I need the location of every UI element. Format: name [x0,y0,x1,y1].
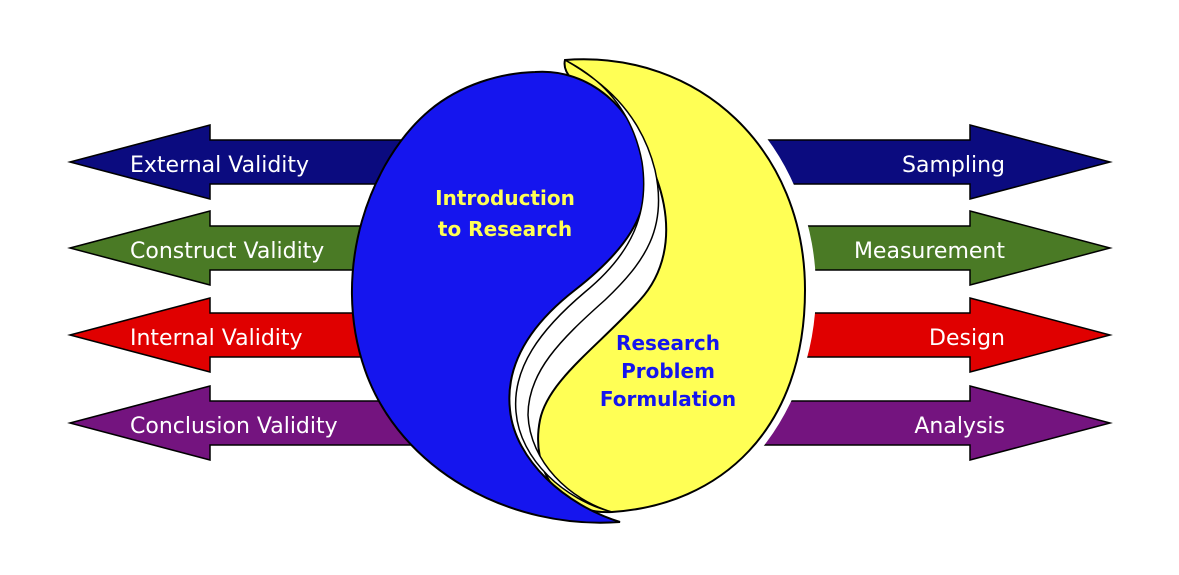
yellow-label-line-2: Problem [621,359,715,383]
arrow-right-label: Sampling [902,153,1005,178]
blue-label-line-2: to Research [438,217,572,241]
arrow-left-label: External Validity [130,153,309,178]
arrow-left-label: Conclusion Validity [130,414,338,439]
arrow-right-label: Measurement [854,239,1005,264]
separator-sliver [514,59,660,513]
arrow-left-label: Construct Validity [130,239,324,264]
blue-label-line-1: Introduction [435,186,575,210]
yellow-label-line-1: Research [616,331,720,355]
arrow-right-label: Design [929,326,1005,351]
yin-yang: Introduction to Research Research Proble… [351,50,816,530]
yellow-label-line-3: Formulation [600,387,736,411]
arrow-right-label: Analysis [914,414,1005,439]
arrow-left-label: Internal Validity [130,326,303,351]
